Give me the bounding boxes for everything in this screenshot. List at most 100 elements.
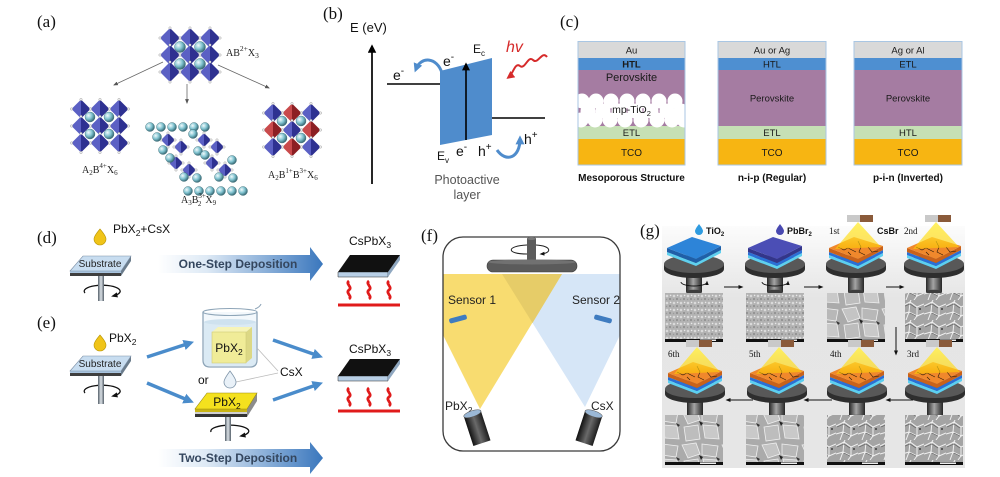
x-site-atom bbox=[186, 145, 190, 149]
beaker-icon bbox=[202, 303, 262, 368]
octahedron-face bbox=[217, 140, 224, 154]
x-site-atom bbox=[178, 36, 182, 40]
octahedron-face bbox=[189, 163, 196, 177]
sem-image-pbbr2 bbox=[746, 293, 804, 342]
panel-f: (f) Sensor 1 Sensor 2 PbX2 CsX bbox=[421, 226, 621, 452]
formula-subscript: 2 bbox=[132, 337, 137, 347]
spin-coater-stem bbox=[98, 376, 104, 404]
reagent-label: CsX bbox=[280, 365, 303, 379]
layer-perovskite bbox=[854, 70, 962, 126]
film-side bbox=[388, 255, 400, 277]
product-label: CsPbX3 bbox=[349, 342, 391, 358]
plate-edge bbox=[195, 414, 247, 417]
a-site-cation bbox=[200, 150, 210, 160]
x-site-atom bbox=[179, 152, 183, 156]
formula-subscript: 2 bbox=[238, 347, 243, 357]
arrow-to-left-derivative bbox=[113, 61, 164, 86]
crystal-vacancy-ordered-double-perovskite bbox=[70, 98, 130, 154]
sensor-2-label: Sensor 2 bbox=[572, 293, 620, 307]
photon-label: hv bbox=[506, 39, 524, 56]
formula-part: PbX bbox=[445, 399, 468, 413]
x-site-atom bbox=[218, 53, 222, 57]
x-site-atom bbox=[108, 124, 111, 128]
layer-label: ETL bbox=[899, 60, 916, 71]
a-site-cation bbox=[152, 132, 162, 142]
plate-top bbox=[194, 392, 258, 410]
x-site-atom bbox=[262, 111, 265, 115]
sem-image-cycle-3 bbox=[905, 415, 963, 465]
formula-part: A bbox=[181, 195, 189, 206]
tio2-nanoparticle bbox=[664, 112, 680, 128]
alternative-label: or bbox=[198, 373, 209, 387]
octahedron-face bbox=[311, 137, 321, 157]
plate-top bbox=[69, 255, 132, 272]
heat-wave-icon bbox=[366, 386, 372, 408]
cycle-label: 6th bbox=[668, 349, 680, 359]
octahedron-face bbox=[81, 99, 91, 119]
film-substrate-edge bbox=[337, 271, 389, 278]
beaker-rim bbox=[202, 307, 258, 317]
x-site-atom bbox=[208, 43, 212, 47]
octahedron-face bbox=[210, 62, 220, 82]
spin-arrow-icon bbox=[761, 280, 790, 287]
rotation-arrow-icon bbox=[83, 384, 121, 398]
layer-tco bbox=[854, 139, 962, 165]
x-site-atom bbox=[79, 115, 83, 118]
formula-superscript: 2+ bbox=[240, 44, 248, 53]
heat-wave-icon bbox=[386, 279, 392, 301]
layer-label: Ag or Al bbox=[891, 46, 924, 57]
charge-superscript: - bbox=[451, 52, 454, 63]
electron-symbol: e bbox=[393, 67, 401, 83]
layer-label: ETL bbox=[623, 128, 640, 139]
x-site-atom bbox=[166, 131, 170, 135]
layer-etl bbox=[578, 126, 685, 139]
octahedron-face bbox=[181, 140, 188, 154]
formula-part: +CsX bbox=[140, 222, 170, 236]
formula-superscript: 4+ bbox=[99, 162, 107, 170]
a-site-cation bbox=[193, 146, 203, 156]
a-site-cation bbox=[238, 186, 248, 196]
reagent-pointer-line bbox=[235, 372, 279, 383]
octahedron-face bbox=[225, 163, 232, 177]
formula-subscript: 3 bbox=[255, 51, 259, 60]
x-site-atom bbox=[319, 145, 322, 149]
evaporation-fluxes bbox=[443, 274, 620, 409]
crucible-body bbox=[575, 410, 603, 446]
scale-bars-row-2 bbox=[665, 462, 963, 465]
substrate-label: Substrate bbox=[79, 359, 122, 370]
panel-c-label: (c) bbox=[560, 12, 579, 31]
film-top bbox=[338, 255, 400, 272]
stack-outline bbox=[717, 41, 827, 166]
plate-edge bbox=[70, 273, 121, 276]
solution-surface bbox=[204, 319, 256, 325]
formula-subscript: 6 bbox=[314, 174, 318, 182]
x-site-atom bbox=[79, 132, 83, 135]
octahedron-face bbox=[311, 120, 321, 140]
arrow-to-right-derivative bbox=[217, 64, 270, 89]
octahedron-face bbox=[263, 103, 273, 123]
layer-label: HTL bbox=[622, 60, 641, 71]
formula-part: B bbox=[279, 170, 286, 181]
octahedron-face bbox=[109, 99, 119, 119]
octahedron-face bbox=[119, 116, 129, 136]
x-site-atom bbox=[187, 161, 191, 165]
x-site-atom bbox=[218, 70, 222, 74]
tio2-nanoparticle bbox=[573, 112, 589, 128]
beaker-spout bbox=[254, 303, 262, 310]
x-site-atom bbox=[70, 141, 73, 145]
octahedron-face bbox=[263, 120, 273, 140]
substrate-plate bbox=[69, 355, 132, 376]
rotation-arrow-icon bbox=[510, 244, 550, 254]
formula-subscript: 2 bbox=[136, 228, 141, 238]
tio2-nanoparticle bbox=[603, 93, 619, 109]
x-site-atom bbox=[198, 53, 202, 57]
layer-label: TCO bbox=[621, 148, 642, 159]
crystal-parent-perovskite bbox=[158, 26, 222, 84]
octahedron-face bbox=[71, 116, 81, 136]
energy-axis-label: E (eV) bbox=[350, 20, 387, 35]
octahedron-face bbox=[90, 116, 100, 136]
octahedron-face bbox=[160, 28, 170, 48]
hole-label-bottom: h+ bbox=[478, 142, 492, 159]
octahedron-face bbox=[174, 140, 181, 154]
